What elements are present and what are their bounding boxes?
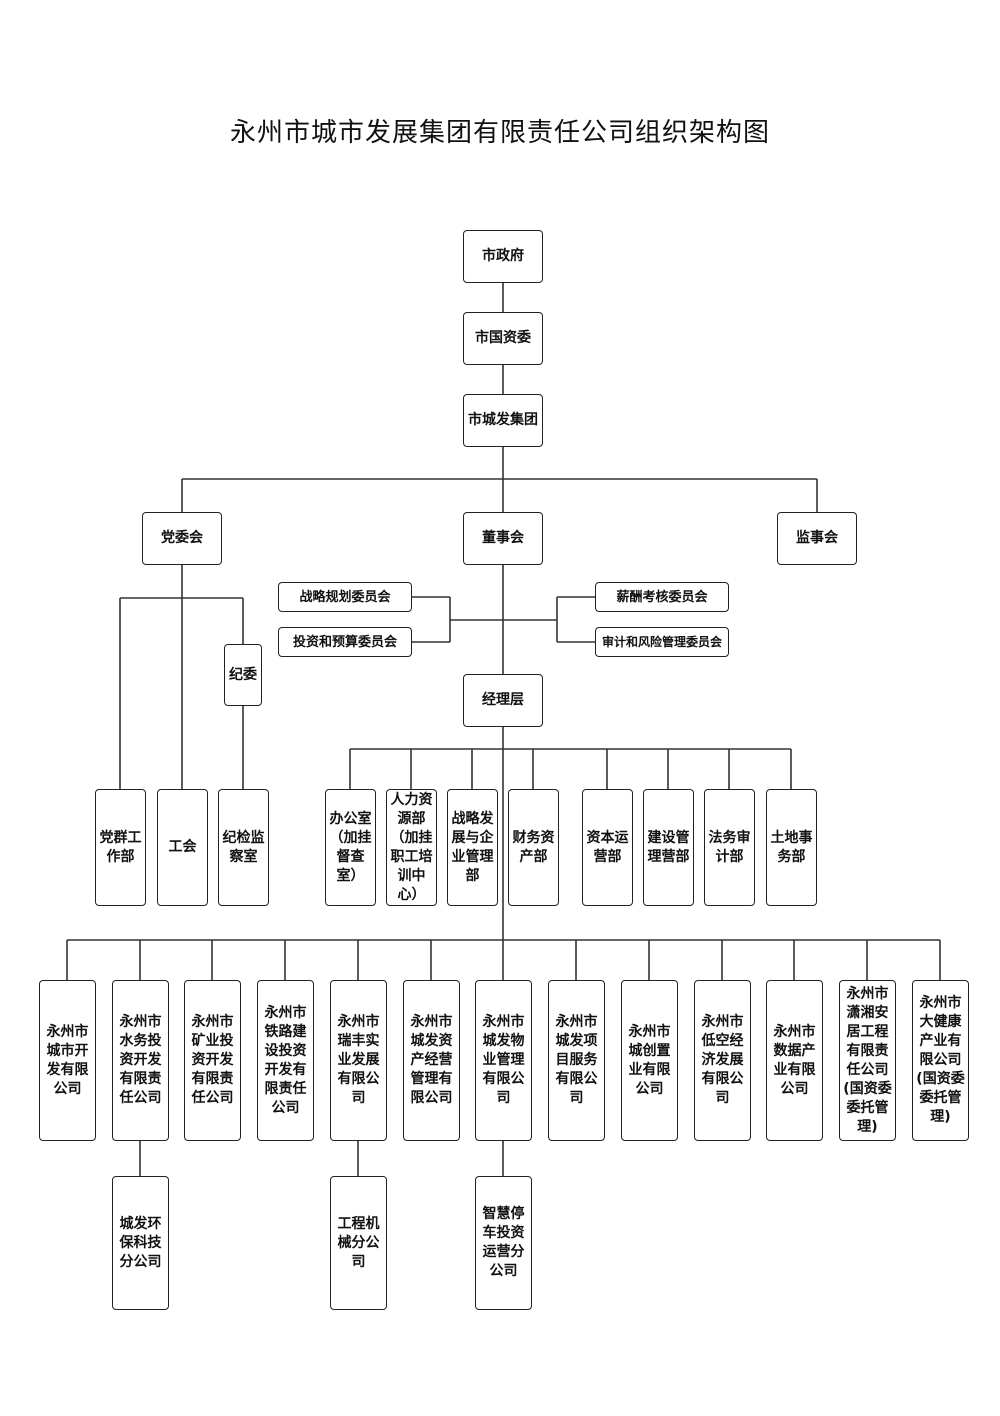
subsidiary-label: 永州市数据产业有限公司 <box>773 1023 816 1097</box>
group-box: 市城发集团 <box>463 394 543 447</box>
committee-label: 投资和预算委员会 <box>292 634 397 650</box>
branch-box: 城发环保科技分公司 <box>112 1176 169 1310</box>
subsidiary-box: 永州市城市开发有限公司 <box>39 980 96 1141</box>
subsidiary-box: 永州市数据产业有限公司 <box>766 980 823 1141</box>
board-label: 董事会 <box>482 530 524 546</box>
discipline-committee-box: 纪委 <box>224 644 262 706</box>
subsidiary-box: 永州市城发物业管理有限公司 <box>475 980 532 1141</box>
subsidiary-label: 永州市铁路建设投资开发有限责任公司 <box>264 1004 307 1116</box>
subsidiary-label: 永州市水务投资开发有限责任公司 <box>119 1014 162 1106</box>
committee-label: 战略规划委员会 <box>299 589 391 605</box>
subsidiary-box: 永州市瑞丰实业发展有限公司 <box>330 980 387 1141</box>
subsidiary-box: 永州市低空经济发展有限公司 <box>694 980 751 1141</box>
subsidiary-label: 永州市瑞丰实业发展有限公司 <box>337 1014 380 1106</box>
department-box: 资本运营部 <box>582 789 633 906</box>
party-unit-box: 工会 <box>157 789 208 906</box>
party-committee-box: 党委会 <box>142 512 222 565</box>
department-box: 办公室（加挂督查室） <box>325 789 376 906</box>
subsidiary-box: 永州市城发资产经营管理有限公司 <box>403 980 460 1141</box>
page-title: 永州市城市发展集团有限责任公司组织架构图 <box>229 118 770 148</box>
party-committee-label: 党委会 <box>161 530 203 546</box>
branch-label: 智慧停车投资运营分公司 <box>482 1206 525 1279</box>
committee-label: 薪酬考核委员会 <box>616 589 708 605</box>
subsidiary-box: 永州市城发项目服务有限公司 <box>548 980 605 1141</box>
subsidiary-box: 永州市铁路建设投资开发有限责任公司 <box>257 980 314 1141</box>
department-label: 资本运营部 <box>586 829 629 865</box>
subsidiary-label: 永州市城发物业管理有限公司 <box>482 1014 525 1106</box>
government-box: 市政府 <box>463 230 543 283</box>
committee-investment-box: 投资和预算委员会 <box>278 627 412 657</box>
subsidiary-box: 永州市矿业投资开发有限责任公司 <box>184 980 241 1141</box>
committee-compensation-box: 薪酬考核委员会 <box>595 582 729 612</box>
supervisory-board-box: 监事会 <box>777 512 857 565</box>
department-box: 土地事务部 <box>766 789 817 906</box>
subsidiary-label: 永州市潇湘安居工程有限责任公司(国资委委托管理) <box>843 985 892 1135</box>
sasac-box: 市国资委 <box>463 312 543 365</box>
department-box: 人力资源部（加挂职工培训中心） <box>386 789 437 906</box>
group-label: 市城发集团 <box>468 412 538 428</box>
management-label: 经理层 <box>482 692 524 708</box>
sasac-label: 市国资委 <box>475 330 531 346</box>
party-unit-box: 纪检监察室 <box>218 789 269 906</box>
discipline-committee-label: 纪委 <box>229 666 257 683</box>
department-box: 战略发展与企业管理部 <box>447 789 498 906</box>
management-box: 经理层 <box>463 674 543 727</box>
subsidiary-label: 永州市矿业投资开发有限责任公司 <box>191 1014 234 1106</box>
department-label: 战略发展与企业管理部 <box>451 810 494 884</box>
subsidiary-box: 永州市潇湘安居工程有限责任公司(国资委委托管理) <box>839 980 896 1141</box>
subsidiary-label: 永州市城市开发有限公司 <box>46 1023 89 1097</box>
department-box: 法务审计部 <box>704 789 755 906</box>
department-box: 财务资产部 <box>508 789 559 906</box>
branch-label: 工程机械分公司 <box>337 1215 380 1270</box>
subsidiary-box: 永州市大健康产业有限公司(国资委委托管理) <box>912 980 969 1141</box>
subsidiary-box: 永州市城创置业有限公司 <box>621 980 678 1141</box>
government-label: 市政府 <box>482 248 524 264</box>
branch-box: 工程机械分公司 <box>330 1176 387 1310</box>
subsidiary-label: 永州市城发资产经营管理有限公司 <box>410 1014 453 1106</box>
branch-box: 智慧停车投资运营分公司 <box>475 1176 532 1310</box>
department-label: 办公室（加挂督查室） <box>329 810 372 884</box>
subsidiary-label: 永州市低空经济发展有限公司 <box>701 1014 744 1106</box>
branch-label: 城发环保科技分公司 <box>119 1215 162 1270</box>
department-label: 建设管理营部 <box>647 829 690 865</box>
subsidiary-label: 永州市城创置业有限公司 <box>628 1023 671 1097</box>
department-box: 建设管理营部 <box>643 789 694 906</box>
department-label: 财务资产部 <box>512 829 555 865</box>
party-unit-label: 党群工作部 <box>99 829 142 865</box>
committee-label: 审计和风险管理委员会 <box>601 634 722 649</box>
committee-strategy-box: 战略规划委员会 <box>278 582 412 612</box>
department-label: 法务审计部 <box>708 829 751 865</box>
party-unit-box: 党群工作部 <box>95 789 146 906</box>
board-box: 董事会 <box>463 512 543 565</box>
committee-audit-risk-box: 审计和风险管理委员会 <box>595 627 729 657</box>
subsidiary-label: 永州市城发项目服务有限公司 <box>555 1014 598 1106</box>
party-unit-label: 工会 <box>168 839 197 855</box>
department-label: 人力资源部（加挂职工培训中心） <box>390 791 433 903</box>
department-label: 土地事务部 <box>770 829 813 865</box>
subsidiary-label: 永州市大健康产业有限公司(国资委委托管理) <box>916 995 965 1125</box>
supervisory-board-label: 监事会 <box>796 530 838 546</box>
subsidiary-box: 永州市水务投资开发有限责任公司 <box>112 980 169 1141</box>
party-unit-label: 纪检监察室 <box>222 829 265 865</box>
